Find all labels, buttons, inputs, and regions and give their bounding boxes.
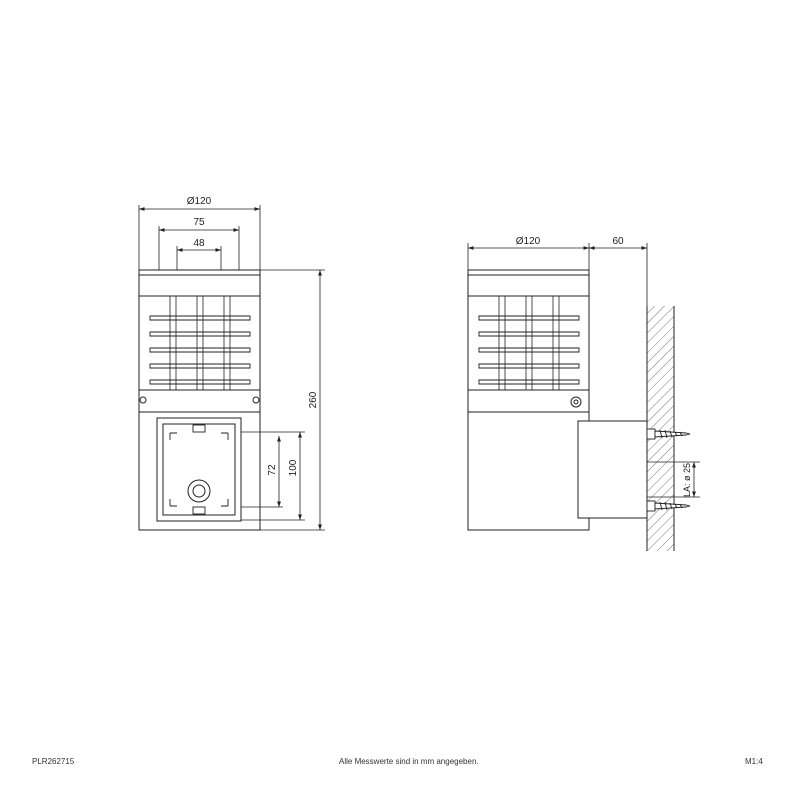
front-screw-left bbox=[139, 396, 147, 404]
dim-label-120: Ø120 bbox=[187, 196, 212, 207]
cable-entry-outer bbox=[187, 479, 211, 503]
mounting-plate bbox=[156, 417, 242, 522]
dim-label-la25: LA: ø 25 bbox=[682, 463, 692, 497]
cable-entry-inner bbox=[192, 484, 206, 498]
side-housing bbox=[467, 389, 590, 531]
front-diffuser bbox=[138, 295, 261, 391]
dim-label-75: 75 bbox=[193, 217, 205, 228]
mounting-slots bbox=[169, 424, 229, 515]
front-dimensions bbox=[138, 205, 325, 531]
article-number: PLR262715 bbox=[32, 757, 75, 766]
side-screw bbox=[570, 396, 582, 408]
front-view bbox=[138, 269, 261, 531]
scale-label: M1:4 bbox=[745, 757, 763, 766]
dim-label-100: 100 bbox=[288, 459, 299, 476]
front-grille-bars bbox=[169, 296, 231, 390]
wall-bracket bbox=[577, 420, 648, 519]
wall-screw-top bbox=[646, 428, 691, 440]
front-louvres bbox=[149, 315, 251, 385]
side-diffuser bbox=[467, 295, 590, 391]
side-dimensions bbox=[467, 243, 700, 498]
dim-label-72: 72 bbox=[267, 464, 278, 476]
wall-section bbox=[647, 306, 674, 551]
front-screw-right bbox=[252, 396, 260, 404]
measurement-note: Alle Messwerte sind in mm angegeben. bbox=[339, 757, 479, 766]
dim-label-60: 60 bbox=[612, 236, 624, 247]
side-top-cap bbox=[467, 269, 590, 297]
side-view bbox=[467, 269, 691, 551]
dim-label-48: 48 bbox=[193, 238, 205, 249]
dim-label-260: 260 bbox=[308, 391, 319, 408]
dim-label-side-120: Ø120 bbox=[516, 236, 541, 247]
wall-screw-bottom bbox=[646, 500, 691, 512]
front-top-cap bbox=[138, 269, 261, 297]
